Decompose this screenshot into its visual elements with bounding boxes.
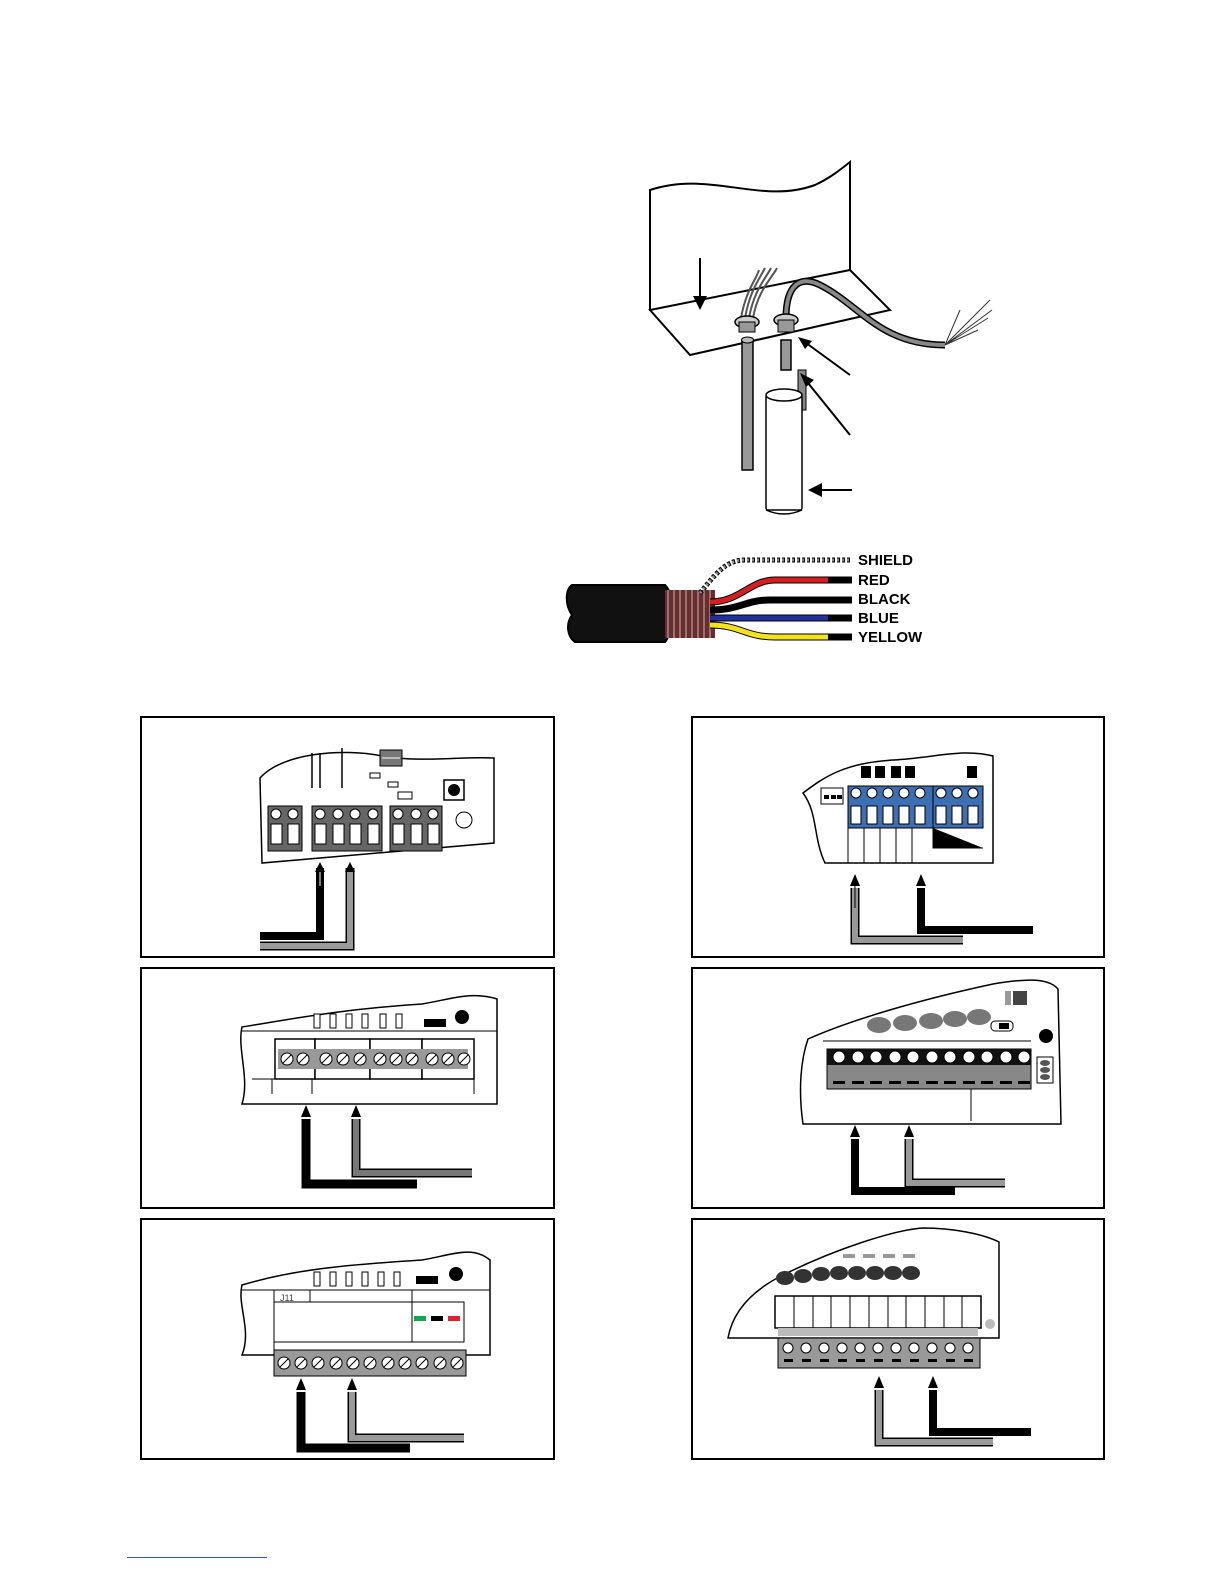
wiring-panel-4	[691, 967, 1105, 1209]
wiring-panel-6	[691, 1218, 1105, 1460]
wiring-panel-5: J11	[140, 1218, 555, 1460]
green-indicator	[414, 1316, 426, 1321]
enclosure-cable-diagram	[560, 150, 1020, 530]
label-black: BLACK	[858, 591, 911, 608]
footer-link-underline	[127, 1557, 267, 1558]
cable-wire-diagram: SHIELD RED BLACK BLUE YELLOW	[560, 545, 960, 655]
wiring-panel-1	[140, 716, 555, 958]
label-red: RED	[858, 572, 890, 589]
label-blue: BLUE	[858, 610, 899, 627]
wiring-panel-2	[691, 716, 1105, 958]
wiring-panel-3	[140, 967, 555, 1209]
black-indicator	[431, 1316, 443, 1321]
label-yellow: YELLOW	[858, 629, 923, 646]
label-shield: SHIELD	[858, 552, 913, 569]
red-indicator	[448, 1316, 460, 1321]
